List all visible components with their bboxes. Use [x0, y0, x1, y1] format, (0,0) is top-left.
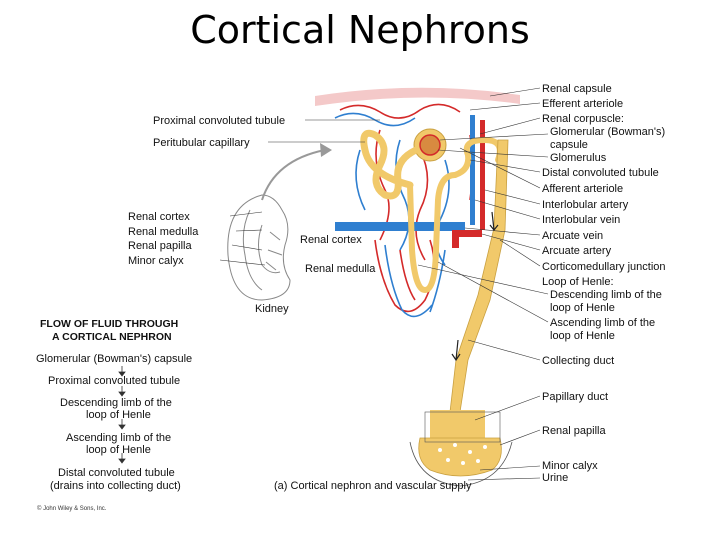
interlobular-vein — [470, 115, 475, 225]
leader-lines-left — [219, 119, 380, 266]
label-kidney-renal-papilla: Renal papilla — [128, 240, 192, 252]
label-corticomedullary-junction: Corticomedullary junction — [542, 261, 666, 273]
flow-title-line2: A CORTICAL NEPHRON — [52, 331, 172, 343]
label-proximal-tubule: Proximal convoluted tubule — [153, 115, 285, 127]
arcuate-artery — [452, 230, 482, 237]
figure-caption: (a) Cortical nephron and vascular supply — [274, 480, 472, 492]
label-capsule: capsule — [550, 139, 588, 151]
renal-papilla — [418, 437, 502, 477]
proximal-tubule — [360, 129, 420, 200]
label-interlobular-vein: Interlobular vein — [542, 214, 620, 226]
label-papillary-duct: Papillary duct — [542, 391, 608, 403]
flow-arrows — [118, 366, 126, 464]
flow-step-ascending: Ascending limb of the — [66, 432, 171, 444]
leader-lines-right — [417, 87, 549, 481]
flow-step-pct: Proximal convoluted tubule — [48, 375, 180, 387]
zoom-arrow-icon — [261, 149, 326, 201]
label-afferent-arteriole: Afferent arteriole — [542, 183, 623, 195]
label-renal-papilla: Renal papilla — [542, 425, 606, 437]
label-loop-of-henle: Loop of Henle: — [542, 276, 614, 288]
flow-step-ascending-2: loop of Henle — [86, 444, 151, 456]
label-interlobular-artery: Interlobular artery — [542, 199, 629, 211]
flow-step-capsule: Glomerular (Bowman's) capsule — [36, 353, 192, 365]
glomerulus — [419, 134, 441, 156]
label-inner-renal-cortex: Renal cortex — [300, 234, 362, 246]
label-descending-limb: Descending limb of the — [550, 289, 662, 301]
label-renal-capsule: Renal capsule — [542, 83, 612, 95]
label-ascending-limb-2: loop of Henle — [550, 330, 615, 342]
interlobular-artery — [480, 120, 485, 230]
label-urine: Urine — [542, 472, 568, 484]
label-kidney-minor-calyx: Minor calyx — [128, 255, 184, 267]
page-title: Cortical Nephrons — [190, 8, 530, 52]
label-glomerulus: Glomerulus — [550, 152, 607, 164]
label-arcuate-vein: Arcuate vein — [542, 230, 603, 242]
label-ascending-limb: Ascending limb of the — [550, 317, 655, 329]
label-arcuate-artery: Arcuate artery — [542, 245, 612, 257]
copyright-note: © John Wiley & Sons, Inc. — [37, 505, 107, 512]
kidney-icon — [227, 194, 291, 301]
label-peritubular-capillary: Peritubular capillary — [153, 137, 250, 149]
loop-of-henle — [407, 172, 458, 294]
papillary-duct — [430, 410, 485, 438]
flow-step-descending: Descending limb of the — [60, 397, 172, 409]
label-distal-tubule: Distal convoluted tubule — [542, 167, 659, 179]
arcuate-vein — [335, 222, 465, 231]
label-kidney-renal-cortex: Renal cortex — [128, 211, 190, 223]
label-glomerular-capsule: Glomerular (Bowman's) — [550, 126, 665, 138]
label-descending-limb-2: loop of Henle — [550, 302, 615, 314]
label-kidney-renal-medulla: Renal medulla — [128, 226, 199, 238]
minor-calyx — [409, 441, 513, 487]
renal-capsule-band — [315, 87, 520, 106]
papilla-dots — [438, 443, 487, 465]
label-minor-calyx: Minor calyx — [542, 460, 598, 472]
label-collecting-duct: Collecting duct — [542, 355, 614, 367]
flow-step-dct-2: (drains into collecting duct) — [50, 480, 181, 492]
label-efferent-arteriole: Efferent arteriole — [542, 98, 623, 110]
flow-step-dct: Distal convoluted tubule — [58, 467, 175, 479]
label-kidney: Kidney — [255, 303, 289, 315]
flow-step-descending-2: loop of Henle — [86, 409, 151, 421]
label-renal-corpuscle: Renal corpuscle: — [542, 113, 624, 125]
papilla-box — [424, 411, 501, 443]
flow-title-line1: FLOW OF FLUID THROUGH — [40, 318, 178, 330]
label-inner-renal-medulla: Renal medulla — [305, 263, 376, 275]
